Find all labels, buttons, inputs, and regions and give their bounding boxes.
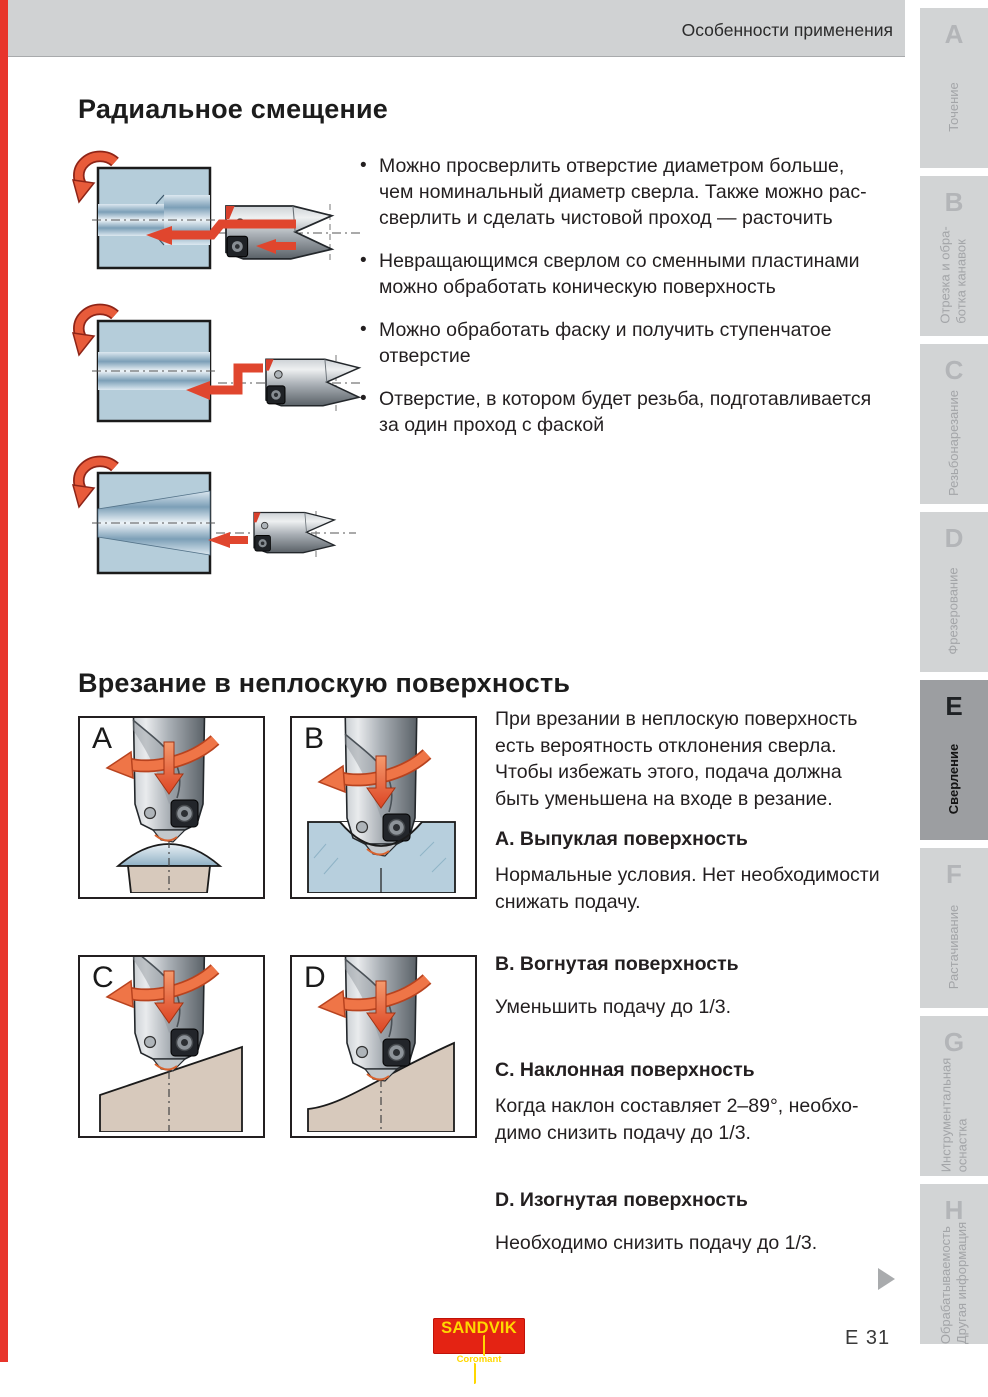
sidebar-tab-drilling: E Сверление [920,680,988,840]
tab-letter: B [944,187,964,217]
sidebar-tab-boring: F Растачивание [920,848,988,1008]
sidebar-tab-machinability-info: H Обрабатываемость Другая информация [920,1184,988,1344]
list-item: Отверстие, в котором будет резьба, подго… [360,386,908,438]
tab-letter: D [944,523,964,553]
tab-letter: G [943,1027,965,1057]
figure-label: C [92,961,114,994]
heading-curved: D. Изогнутая поверхность [495,1189,748,1211]
sandvik-coromant-logo: SANDVIK Coromant [433,1318,525,1384]
tab-letter: A [944,19,964,49]
logo-sub-text: Coromant [456,1354,502,1365]
tab-label: Фрезерование [946,567,962,655]
sidebar-tab-threading: C Резьбонарезание [920,344,988,504]
radial-offset-bullet-list: Можно просверлить отверстие диаметром бо… [360,153,908,455]
page-header-bar: Особенности применения [0,0,905,57]
page-header-label: Особенности применения [681,20,893,40]
figure-label: A [92,722,113,755]
figure-inclined-surface: C [78,955,265,1138]
sidebar-tab-milling: D Фрезерование [920,512,988,672]
tab-label: Резьбонарезание [946,390,961,496]
tab-label: Обрабатываемость Другая информация [938,1221,969,1345]
tab-letter: F [946,859,962,889]
figure-convex-surface: A [78,716,265,899]
section-title-plunge: Врезание в неплоскую поверхность [78,668,571,699]
list-item: Можно просверлить отверстие диаметром бо… [360,153,908,231]
figure-curved-surface: D [290,955,477,1138]
tab-label: Инструментальная оснастка [938,1057,970,1173]
tab-label: Растачивание [946,904,962,990]
heading-concave: В. Вогнутая поверхность [495,953,739,975]
figure-radial-offset-illustrations [58,138,360,575]
plunge-intro-text: При врезании в неплоскую поверхность ест… [495,708,858,810]
figure-label: B [304,722,325,755]
figure-label: D [304,961,326,994]
tab-label: Отрезка и обра- ботка канавок [938,226,970,324]
logo-brand-text: SANDVIK [441,1319,517,1337]
page-edge-accent [0,0,8,1362]
tab-letter: H [944,1195,964,1225]
tab-label: Точение [945,82,961,132]
sidebar-tab-tooling: G Инструментальная оснастка [920,1016,988,1176]
text-concave: Уменьшить подачу до 1/3. [495,996,731,1018]
section-title-radial-offset: Радиальное смещение [78,94,389,125]
text-curved: Необходимо снизить подачу до 1/3. [495,1232,818,1254]
heading-inclined: С. Наклонная поверхность [495,1059,755,1081]
sidebar-tab-parting-grooving: B Отрезка и обра- ботка канавок [920,176,988,336]
list-item: Невращающимся сверлом со сменными пласти… [360,248,908,300]
figure-concave-surface: B [290,716,477,899]
text-inclined: Когда наклон составляет 2–89°, необхо- д… [495,1095,859,1144]
sidebar-tab-turning: A Точение [920,8,988,168]
list-item: Можно обработать фаску и получить ступен… [360,317,908,369]
heading-convex: А. Выпуклая поверхность [495,828,748,850]
tab-label: Сверление [946,743,962,815]
page-number: E 31 [845,1327,891,1349]
tab-letter: C [944,355,964,385]
tab-letter: E [945,691,963,721]
text-convex: Нормальные условия. Нет необходимости сн… [495,864,880,913]
next-page-arrow-icon [878,1268,895,1290]
